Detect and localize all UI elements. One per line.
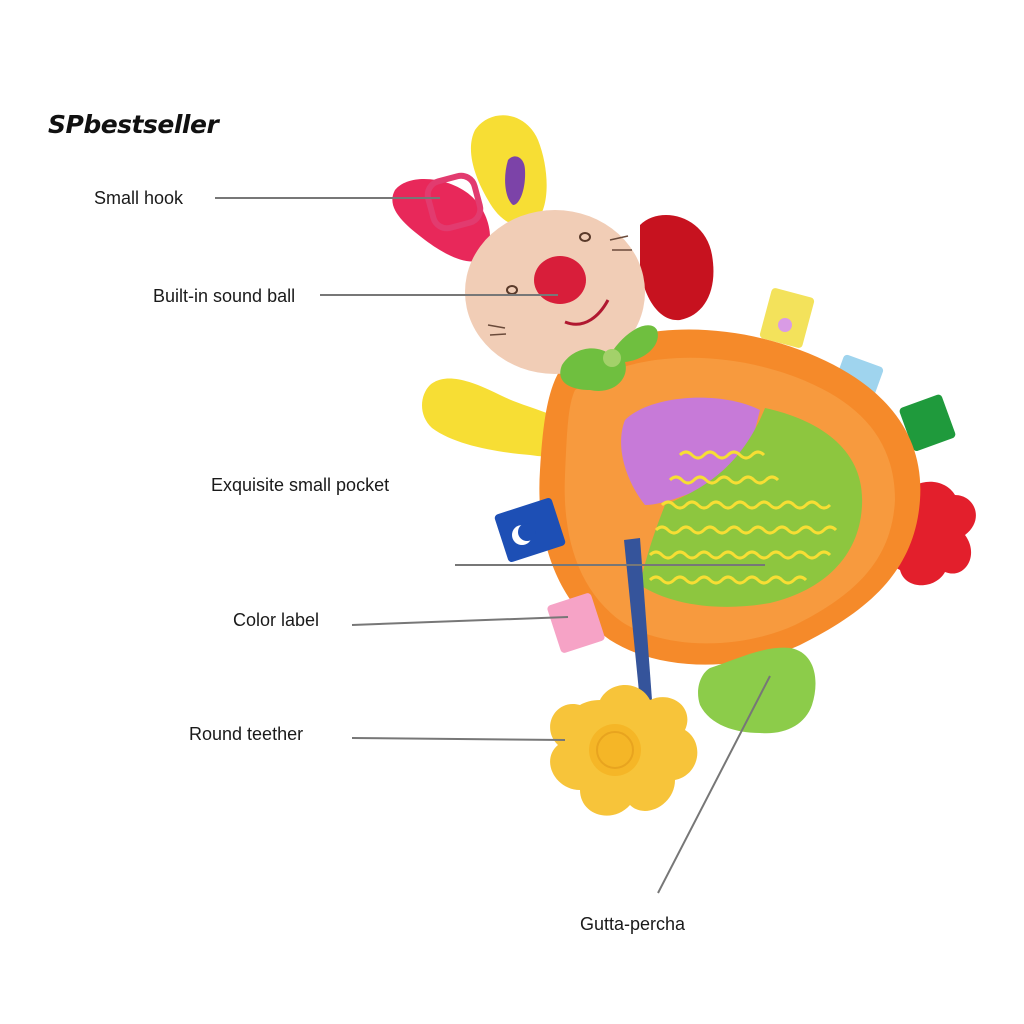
callout-color-label: Color label xyxy=(233,610,320,630)
tag-green xyxy=(899,394,956,452)
tag-yellow xyxy=(759,288,815,348)
callout-sound-ball: Built-in sound ball xyxy=(153,286,296,306)
callout-small-hook: Small hook xyxy=(94,188,184,208)
gutta-percha-foot xyxy=(698,647,816,734)
leader-gutta-percha xyxy=(657,675,771,894)
leader-color-label xyxy=(351,616,569,626)
leader-lines xyxy=(215,197,771,894)
tag-pink xyxy=(547,593,605,653)
ribbon-strap xyxy=(624,538,652,702)
small-hook xyxy=(424,172,484,232)
leader-round-teether xyxy=(351,737,566,741)
built-in-sound-ball xyxy=(534,256,586,304)
red-ear xyxy=(640,215,714,321)
callout-round-teether: Round teether xyxy=(189,724,304,744)
yellow-arm xyxy=(422,378,571,457)
callout-small-pocket: Exquisite small pocket xyxy=(211,475,390,495)
pink-ear xyxy=(392,179,490,262)
callout-gutta-percha: Gutta-percha xyxy=(580,914,686,934)
right-eye xyxy=(579,232,591,242)
whiskers xyxy=(487,235,632,336)
smile xyxy=(564,299,610,326)
pocket-wave-pattern xyxy=(648,450,838,585)
brand-logo: SPbestseller xyxy=(48,110,219,139)
